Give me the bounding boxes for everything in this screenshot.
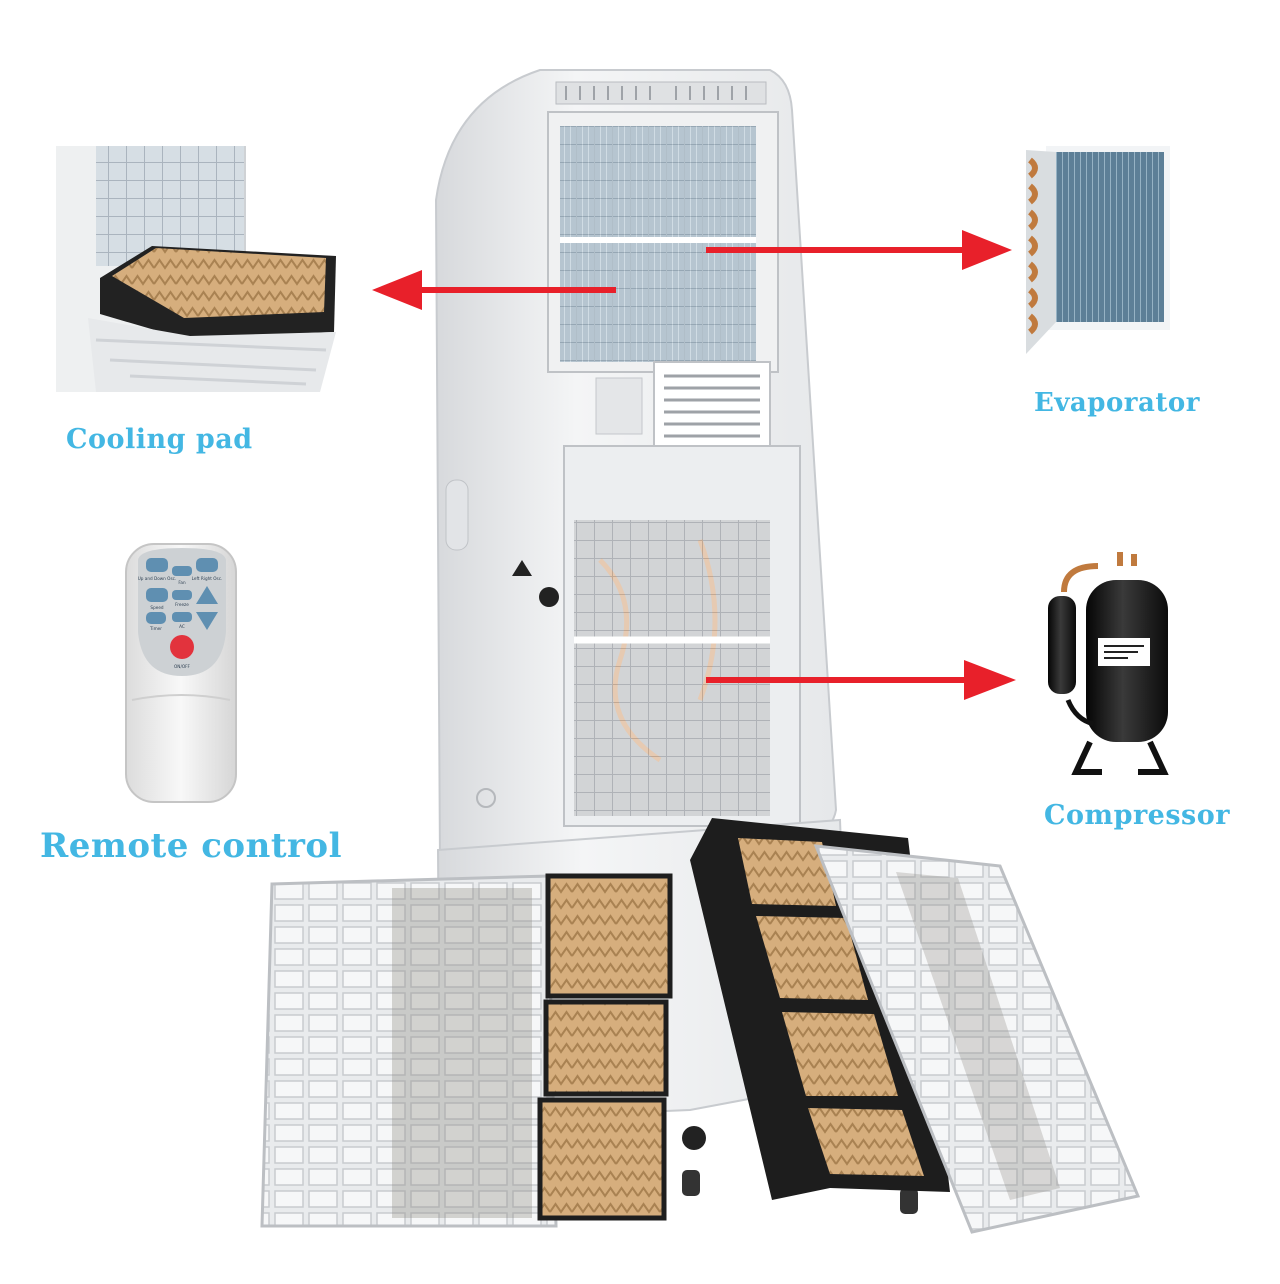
wheel-cap [476, 788, 496, 808]
svg-text:Left Right Osc.: Left Right Osc. [192, 576, 223, 581]
compressor-label: Compressor [1044, 800, 1230, 831]
upper-grille [560, 126, 756, 362]
evaporator-label: Evaporator [1034, 388, 1200, 418]
top-vent [555, 81, 767, 105]
svg-text:ON/OFF: ON/OFF [174, 664, 191, 669]
remote-control-label: Remote control [40, 826, 343, 866]
exhaust-slats [664, 374, 760, 438]
svg-text:Up and Down Osc.: Up and Down Osc. [138, 576, 177, 581]
air-conditioner-unit [434, 69, 918, 1214]
drain-knob [539, 587, 559, 607]
warning-icon [512, 560, 532, 576]
cooling-pad-label: Cooling pad [66, 424, 253, 455]
right-filter-mesh [896, 872, 1060, 1200]
rating-label [595, 377, 643, 435]
left-filter-mesh [392, 888, 532, 1218]
arrow-icon [706, 660, 1016, 700]
wheel-left [682, 1170, 700, 1196]
compressor-photo [1048, 552, 1169, 775]
svg-text:Fan: Fan [178, 580, 186, 585]
left-filter-panel [260, 874, 558, 1228]
power-button [170, 635, 194, 659]
side-handle [445, 479, 469, 551]
arrow-icon [706, 230, 1012, 270]
evaporator-photo [1026, 146, 1170, 354]
right-filter-panel [813, 844, 1141, 1234]
svg-text:AC: AC [179, 624, 185, 629]
arrow-icon [372, 270, 616, 310]
remote-control: Up and Down Osc. Fan Left Right Osc. Spe… [125, 543, 237, 803]
lower-grille [574, 520, 770, 816]
removed-parts [260, 818, 1141, 1234]
svg-text:Speed: Speed [150, 605, 163, 610]
top-vent-slats [565, 86, 747, 100]
svg-text:Timer: Timer [149, 626, 162, 631]
evaporator-copper-bends [1027, 157, 1038, 335]
base-knob [682, 1126, 706, 1150]
wheel-right [900, 1188, 918, 1214]
remote-bottom-seam [131, 694, 231, 701]
remote-buttons [146, 558, 218, 630]
callout-arrows [372, 230, 1016, 700]
remote-button-labels: Up and Down Osc. Fan Left Right Osc. Spe… [138, 576, 223, 669]
frame-pads [738, 838, 924, 1176]
cooling-pad-photo [56, 146, 336, 392]
svg-text:Freeze: Freeze [175, 602, 189, 607]
left-pad-stack [537, 873, 673, 1221]
